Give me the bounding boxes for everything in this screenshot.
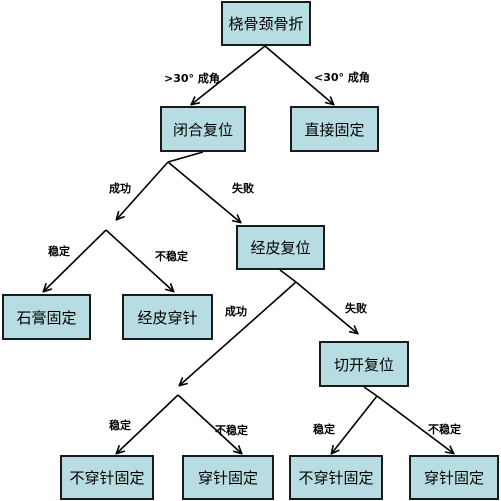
label-unstable-3: 不稳定 xyxy=(428,423,461,436)
node-pin-fixation-2: 穿针固定 xyxy=(409,455,499,500)
node-pin-fixation-1: 穿针固定 xyxy=(182,455,274,500)
node-closed-reduction: 闭合复位 xyxy=(160,106,246,152)
edge-fork-to-stable-branch xyxy=(117,161,169,219)
label-stable-3: 稳定 xyxy=(313,423,335,436)
node-radial-neck-fracture: 桡骨颈骨折 xyxy=(221,1,311,46)
label-stable-2: 稳定 xyxy=(109,419,131,432)
label-fail-1: 失败 xyxy=(232,182,254,195)
edge-fork-to-no-pin-fixation-2 xyxy=(332,395,378,453)
node-percutaneous-pinning: 经皮穿针 xyxy=(122,294,213,340)
label-stable-1: 稳定 xyxy=(48,245,70,258)
label-success-2: 成功 xyxy=(225,305,247,318)
edge-root-to-closed-reduction xyxy=(192,45,266,104)
node-percutaneous-reduction: 经皮复位 xyxy=(236,225,325,270)
label-unstable-2: 不稳定 xyxy=(215,424,248,437)
edge-closed-reduction-to-fork xyxy=(167,151,204,163)
label-angle-less-30: <30° 成角 xyxy=(314,71,370,84)
edge-percutaneous-reduction-to-fork xyxy=(279,269,297,283)
edge-fork-to-open-reduction xyxy=(295,281,357,333)
edge-fork-to-percutaneous-reduction xyxy=(167,161,240,222)
label-unstable-1: 不稳定 xyxy=(155,250,188,263)
node-open-reduction: 切开复位 xyxy=(319,341,409,387)
edge-fork-to-pin-fixation-2 xyxy=(376,395,453,453)
label-success-1: 成功 xyxy=(109,182,131,195)
edge-fork-to-success-branch xyxy=(180,281,297,385)
label-angle-greater-30: >30° 成角 xyxy=(164,72,220,85)
edge-branch-to-percutaneous-pinning xyxy=(105,229,173,291)
node-no-pin-fixation-2: 不穿针固定 xyxy=(289,455,383,500)
edge-branch-to-plaster-fixation xyxy=(44,229,107,291)
node-no-pin-fixation-1: 不穿针固定 xyxy=(60,455,154,500)
edge-open-reduction-to-fork xyxy=(363,386,378,397)
edge-branch-to-pin-fixation-1 xyxy=(177,394,241,453)
edge-root-to-direct-fixation xyxy=(264,45,333,104)
label-fail-2: 失败 xyxy=(345,302,367,315)
node-direct-fixation: 直接固定 xyxy=(290,106,379,152)
node-plaster-fixation: 石膏固定 xyxy=(2,294,91,340)
edge-branch-to-no-pin-fixation-1 xyxy=(117,394,179,453)
